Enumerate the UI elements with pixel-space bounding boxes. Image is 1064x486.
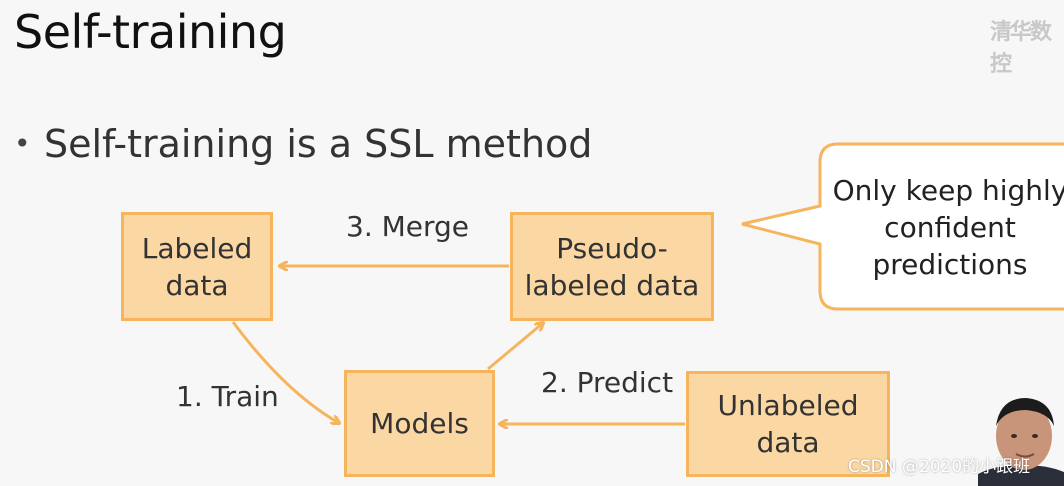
callout-line-1: Only keep highly xyxy=(832,174,1064,207)
labeled-data-node: Labeled data xyxy=(121,212,273,321)
watermark: CSDN @2020的小跟班 xyxy=(848,457,1031,477)
unlabeled-data-node: Unlabeled data xyxy=(686,371,890,477)
callout-line-3: predictions xyxy=(872,248,1028,281)
callout-line-2: confident xyxy=(884,211,1016,244)
models-node: Models xyxy=(344,370,495,477)
pseudo-labeled-line-1: Pseudo- xyxy=(556,231,668,265)
bullet-dot-icon: • xyxy=(14,127,31,160)
slide-title: Self-training xyxy=(14,5,287,59)
pseudo-labeled-line-2: labeled data xyxy=(524,268,700,302)
models-label: Models xyxy=(370,407,469,440)
predict-label: 2. Predict xyxy=(541,366,674,399)
callout-text: Only keep highly confident predictions xyxy=(826,172,1064,283)
unlabeled-data-line-2: data xyxy=(756,426,820,459)
train-label: 1. Train xyxy=(176,380,279,413)
pseudo-arrow xyxy=(487,323,543,371)
labeled-data-line-1: Labeled xyxy=(141,231,253,265)
presenter-video xyxy=(978,386,1064,486)
bullet-text: Self-training is a SSL method xyxy=(44,122,593,166)
merge-label: 3. Merge xyxy=(346,210,470,243)
channel-logo: 清华数控 xyxy=(990,20,1052,77)
pseudo-labeled-data-node: Pseudo- labeled data xyxy=(510,212,714,321)
bullet-item: • Self-training is a SSL method xyxy=(14,118,592,170)
unlabeled-data-line-1: Unlabeled xyxy=(717,389,859,422)
labeled-data-line-2: data xyxy=(165,268,229,302)
